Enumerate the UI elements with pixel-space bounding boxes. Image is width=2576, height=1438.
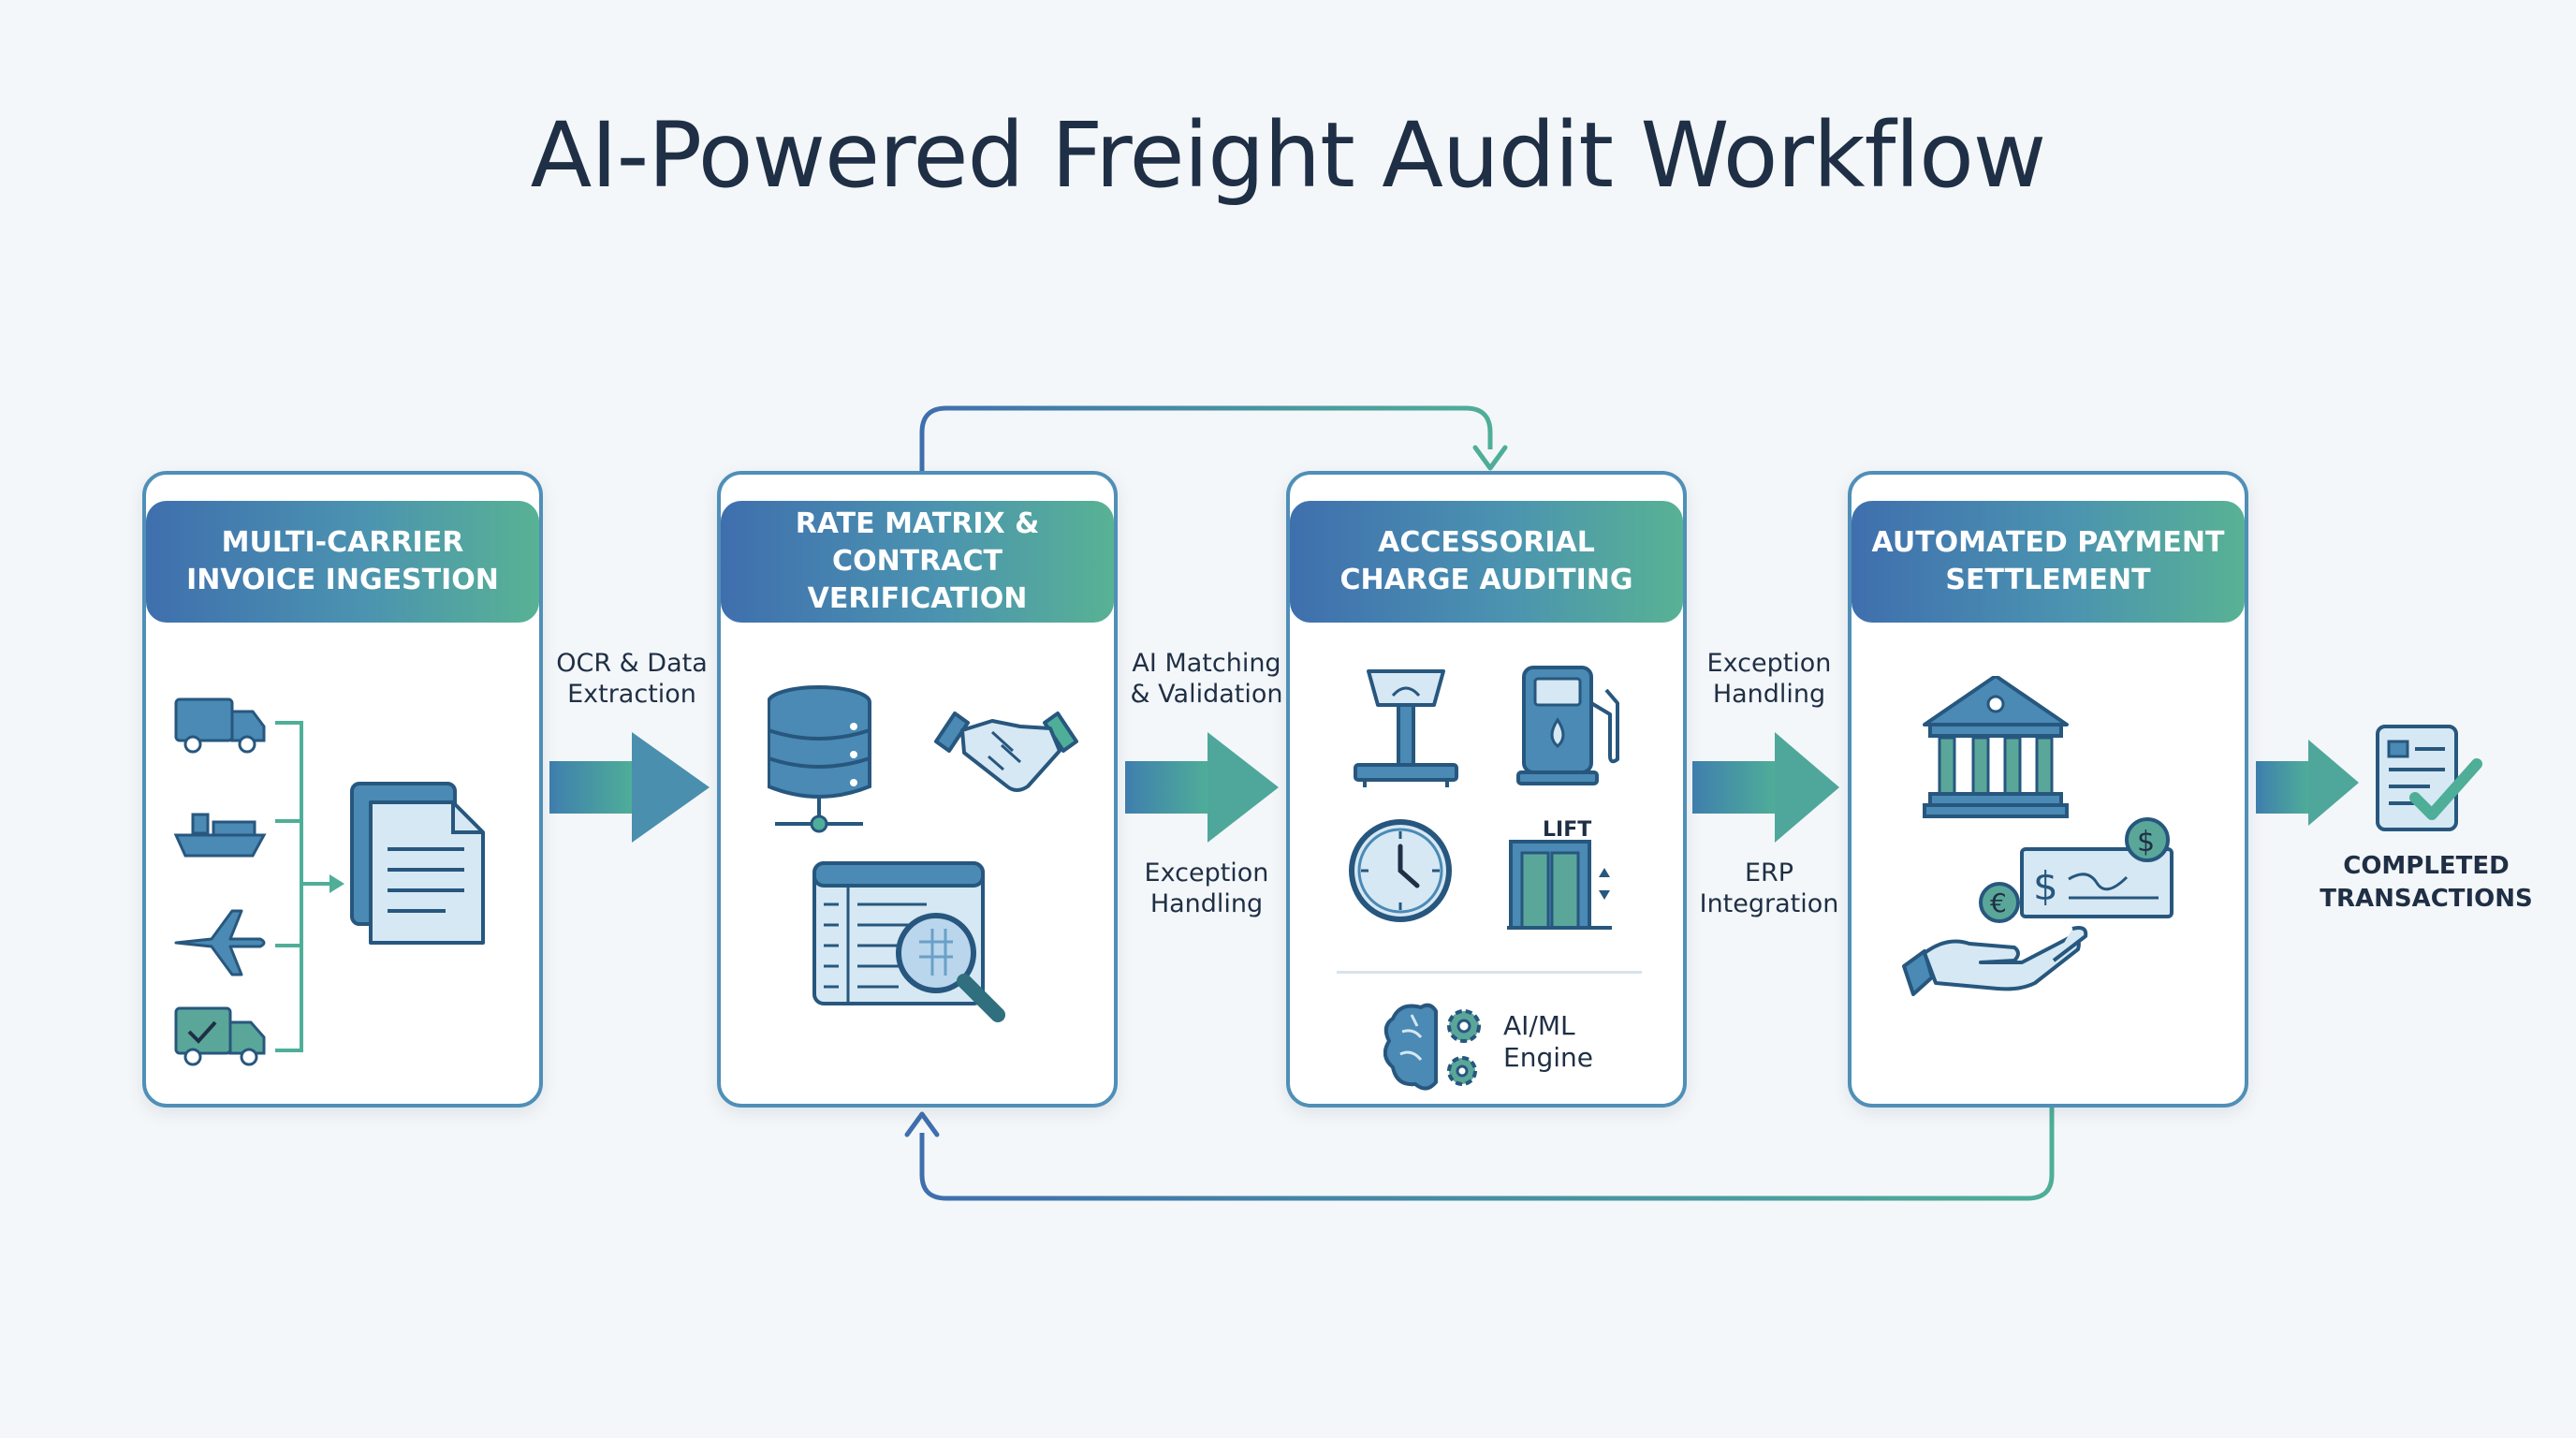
svg-text:$: $ [2033, 863, 2058, 909]
feedback-loop-top-arrowhead [1472, 445, 1508, 471]
connector-1-top-label: OCR & Data Extraction [556, 649, 708, 709]
connector-3-top-label: Exception Handling [1706, 649, 1832, 709]
connector-2-top-label: AI Matching & Validation [1130, 649, 1283, 709]
stage-title: RATE MATRIX & CONTRACT VERIFICATION [795, 507, 1040, 615]
svg-text:$: $ [2137, 826, 2155, 858]
stage-card-invoice-ingestion: MULTI-CARRIER INVOICE INGESTION [142, 471, 543, 1108]
stage-card-payment-settlement: AUTOMATED PAYMENT SETTLEMENT $ $ [1848, 471, 2248, 1108]
connector-2-bottom-label: Exception Handling [1144, 858, 1269, 918]
delivery-truck-check-icon [174, 1006, 266, 1066]
flow-arrow-3 [1692, 732, 1839, 843]
fuel-pump-icon [1516, 666, 1619, 785]
database-icon [768, 685, 871, 833]
stage-title: ACCESSORIAL CHARGE AUDITING [1339, 526, 1633, 596]
stage-icons [174, 697, 485, 1066]
feedback-loop-bottom-arrowhead [904, 1111, 940, 1137]
dollar-check-icon: $ $ [2020, 817, 2174, 918]
approved-document-icon [2376, 725, 2482, 831]
connector-3-bottom-label: ERP Integration [1699, 858, 1839, 918]
stage-icons: $ $ € [1902, 676, 2174, 996]
stage-title: MULTI-CARRIER INVOICE INGESTION [186, 526, 499, 596]
handshake-icon [934, 712, 1078, 792]
hand-payment-icon [1902, 926, 2088, 996]
airplane-icon [174, 909, 266, 976]
flow-arrow-1 [549, 732, 710, 843]
completed-transactions-label: COMPLETED TRANSACTIONS [2320, 852, 2533, 913]
stage-card-accessorial-auditing: ACCESSORIAL CHARGE AUDITING LIFT [1286, 471, 1687, 1108]
clock-icon [1349, 819, 1452, 922]
engine-label: AI/ML Engine [1503, 1010, 1593, 1073]
feedback-loop-bottom [919, 1108, 2055, 1201]
stage-icons [1354, 666, 1619, 787]
spreadsheet-magnifier-icon [812, 861, 1005, 1022]
euro-coin-icon: € [1979, 882, 2020, 923]
stage-card-rate-verification: RATE MATRIX & CONTRACT VERIFICATION [717, 471, 1118, 1108]
divider [1337, 971, 1642, 974]
scale-icon [1354, 669, 1458, 787]
stage-title: AUTOMATED PAYMENT SETTLEMENT [1871, 526, 2225, 596]
page-title: AI-Powered Freight Audit Workflow [530, 103, 2047, 208]
truck-icon [174, 697, 266, 754]
merge-bracket [275, 721, 335, 1052]
flow-arrow-4 [2256, 740, 2359, 826]
stage-icons [768, 685, 1078, 1022]
stage-header: AUTOMATED PAYMENT SETTLEMENT [1852, 501, 2245, 623]
bank-icon [1923, 676, 2069, 818]
stage-header: ACCESSORIAL CHARGE AUDITING [1290, 501, 1683, 623]
flow-arrow-2 [1125, 732, 1279, 843]
invoice-documents-icon [350, 782, 485, 945]
ai-brain-gears-icon [1383, 1003, 1481, 1091]
stage-header: RATE MATRIX & CONTRACT VERIFICATION [721, 501, 1114, 623]
svg-text:€: € [1990, 888, 2007, 918]
feedback-loop-top [919, 405, 1493, 471]
lift-icon [1507, 840, 1612, 930]
cargo-ship-icon [174, 813, 267, 858]
lift-label: LIFT [1543, 818, 1592, 842]
stage-header: MULTI-CARRIER INVOICE INGESTION [146, 501, 539, 623]
